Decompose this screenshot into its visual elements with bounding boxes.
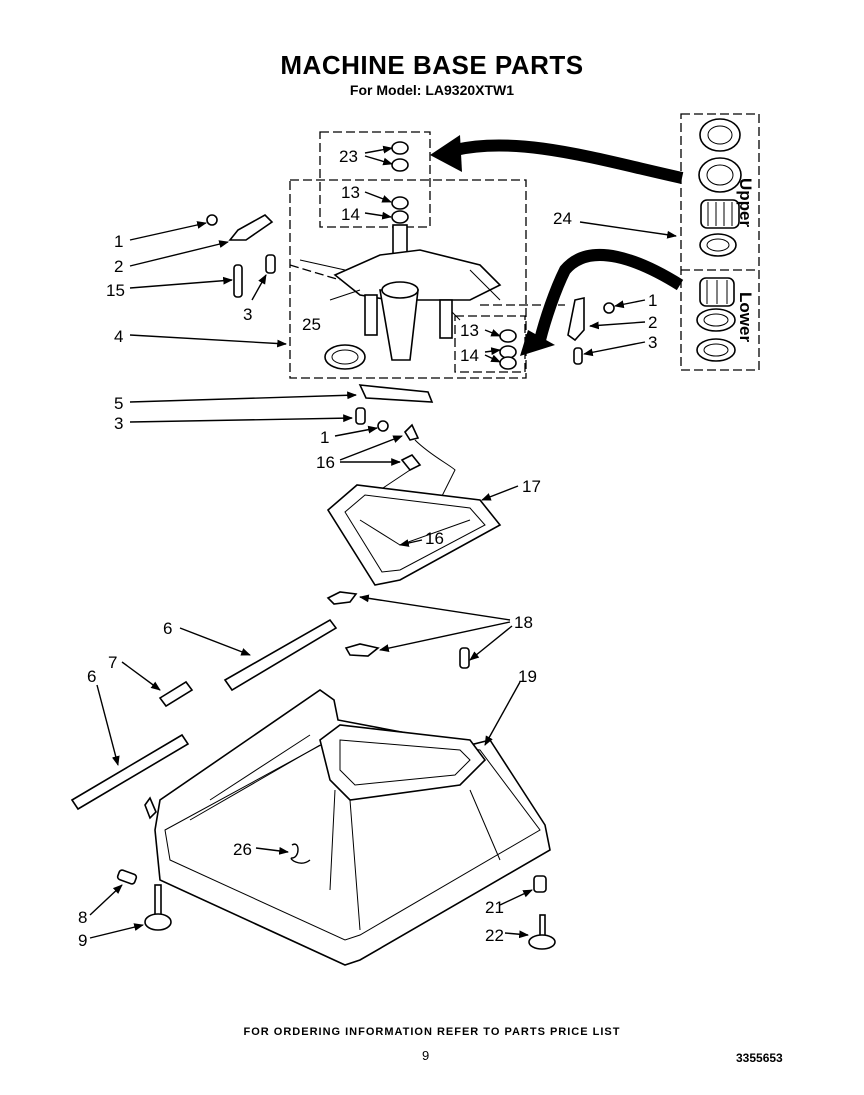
label-lower: Lower bbox=[736, 292, 755, 342]
callout-14-upper: 14 bbox=[341, 205, 360, 224]
part-19-base bbox=[144, 689, 551, 966]
callout-14-lower: 14 bbox=[460, 346, 479, 365]
box-bearing-kit bbox=[680, 113, 760, 371]
leader-lines bbox=[89, 145, 677, 939]
part-18-brackets bbox=[326, 591, 470, 669]
callout-19: 19 bbox=[518, 667, 537, 686]
ordering-note: FOR ORDERING INFORMATION REFER TO PARTS … bbox=[243, 1026, 621, 1038]
callout-18: 18 bbox=[514, 613, 533, 632]
right-bracket-parts bbox=[289, 264, 615, 365]
page-title: MACHINE BASE PARTS bbox=[280, 50, 584, 80]
part-6-7-rails bbox=[70, 618, 338, 811]
callout-7: 7 bbox=[108, 653, 117, 672]
part-17-frame bbox=[326, 484, 502, 586]
bearing-kit-parts bbox=[696, 118, 742, 362]
document-number: 3355653 bbox=[736, 1051, 783, 1065]
callout-24: 24 bbox=[553, 209, 572, 228]
callout-21: 21 bbox=[485, 898, 504, 917]
model-subtitle: For Model: LA9320XTW1 bbox=[349, 82, 515, 98]
callout-1-left: 1 bbox=[114, 232, 123, 251]
callout-25: 25 bbox=[302, 315, 321, 334]
part-25-seal bbox=[324, 344, 366, 370]
transmission-assembly bbox=[299, 141, 502, 361]
callout-6-lower: 6 bbox=[87, 667, 96, 686]
callout-2-right: 2 bbox=[648, 313, 657, 332]
part-26-clip bbox=[290, 843, 311, 864]
callout-22: 22 bbox=[485, 926, 504, 945]
box-transmission bbox=[289, 179, 527, 379]
callout-5: 5 bbox=[114, 394, 123, 413]
callout-9: 9 bbox=[78, 931, 87, 950]
box-top-bearing bbox=[319, 131, 431, 228]
callout-3-left: 3 bbox=[243, 305, 252, 324]
callout-16-lower: 16 bbox=[425, 529, 444, 548]
callout-15: 15 bbox=[106, 281, 125, 300]
curved-arrow-lower bbox=[534, 249, 684, 342]
part-5-clip bbox=[355, 384, 434, 432]
curved-arrow-upper-head bbox=[430, 135, 462, 172]
callout-16-upper: 16 bbox=[316, 453, 335, 472]
left-bracket-parts bbox=[206, 214, 276, 298]
callout-3-right: 3 bbox=[648, 333, 657, 352]
curved-arrow-upper bbox=[453, 139, 684, 184]
label-upper: Upper bbox=[736, 178, 755, 228]
callout-13-upper: 13 bbox=[341, 183, 360, 202]
callout-4: 4 bbox=[114, 327, 123, 346]
page-number: 9 bbox=[422, 1048, 430, 1063]
callout-17: 17 bbox=[522, 477, 541, 496]
callout-8: 8 bbox=[78, 908, 87, 927]
callout-6-upper: 6 bbox=[163, 619, 172, 638]
feet-parts bbox=[116, 869, 556, 950]
callout-13-lower: 13 bbox=[460, 321, 479, 340]
curved-arrow-lower-head bbox=[520, 330, 555, 356]
callout-23: 23 bbox=[339, 147, 358, 166]
callout-3-mid: 3 bbox=[114, 414, 123, 433]
callout-2-left: 2 bbox=[114, 257, 123, 276]
callout-1-mid: 1 bbox=[320, 428, 329, 447]
part-16-cords bbox=[379, 439, 456, 521]
callout-1-right: 1 bbox=[648, 291, 657, 310]
callout-26: 26 bbox=[233, 840, 252, 859]
part-13b-14b-bearings bbox=[499, 329, 517, 370]
